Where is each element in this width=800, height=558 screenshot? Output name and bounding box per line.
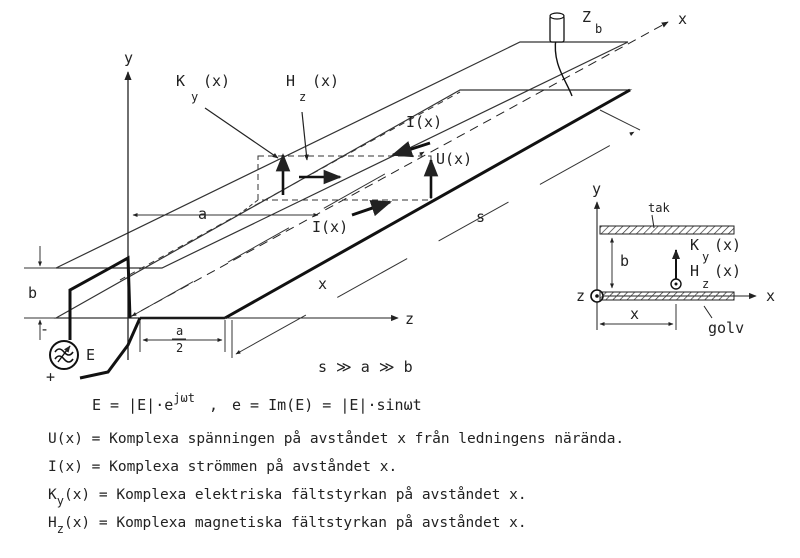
svg-text:z: z xyxy=(702,277,709,291)
dim-half-a-numerator: a xyxy=(176,324,183,338)
dim-b: b xyxy=(28,284,37,302)
ky-label: K xyxy=(176,72,185,90)
top-plate xyxy=(55,41,629,269)
svg-text:(x): (x) xyxy=(714,262,741,280)
cs-hz-label: H xyxy=(690,262,699,280)
current-top-label: I(x) xyxy=(406,113,442,131)
definition-electric-field: Ky(x) = Komplexa elektriska fältstyrkan … xyxy=(48,487,527,508)
load-impedance xyxy=(549,15,565,43)
svg-text:(x): (x) xyxy=(203,72,230,90)
svg-text:b: b xyxy=(595,22,602,36)
voltage-label: U(x) xyxy=(436,150,472,168)
bottom-plate xyxy=(53,89,633,319)
definition-magnetic-field: Hz(x) = Komplexa magnetiska fältstyrkan … xyxy=(48,515,527,536)
dim-half-a-denominator: 2 xyxy=(176,341,183,355)
cs-floor-label: golv xyxy=(708,319,744,337)
cs-y-label: y xyxy=(592,180,601,198)
svg-text:y: y xyxy=(702,250,709,264)
inner-dashed-edge xyxy=(119,91,461,281)
equation: E = |E|·ejωt,e = Im(E) = |E|·sinωt xyxy=(92,391,422,414)
inequality: s ≫ a ≫ b xyxy=(318,358,413,376)
current-bottom-label: I(x) xyxy=(312,218,348,236)
y-axis-label: y xyxy=(124,49,133,67)
definition-current: I(x) = Komplexa strömmen på avståndet x. xyxy=(48,459,398,475)
svg-text:(x): (x) xyxy=(714,236,741,254)
x-axis-label: x xyxy=(678,10,687,28)
cs-z-label: z xyxy=(576,287,585,305)
load-impedance-label: Z xyxy=(582,8,591,26)
dim-s: s xyxy=(476,208,485,226)
svg-text:y: y xyxy=(191,90,198,104)
cs-x-label: x xyxy=(766,287,775,305)
cs-roof xyxy=(599,225,735,235)
hz-label: H xyxy=(286,72,295,90)
definition-voltage: U(x) = Komplexa spänningen på avståndet … xyxy=(48,431,625,447)
dim-x: x xyxy=(318,275,327,293)
load-cable xyxy=(554,37,573,97)
feed-line xyxy=(68,255,132,340)
source-label: E xyxy=(86,346,95,364)
x-axis xyxy=(127,21,669,319)
minus-sign: - xyxy=(40,320,49,338)
svg-text:z: z xyxy=(299,90,306,104)
cs-floor xyxy=(599,291,735,301)
cs-roof-label: tak xyxy=(648,201,670,215)
z-axis-label: z xyxy=(405,310,414,328)
svg-text:(x): (x) xyxy=(312,72,339,90)
cs-dim-x: x xyxy=(630,305,639,323)
dim-a: a xyxy=(198,205,207,223)
cs-dim-b: b xyxy=(620,252,629,270)
cs-ky-label: K xyxy=(690,236,699,254)
plus-sign: + xyxy=(46,368,55,386)
